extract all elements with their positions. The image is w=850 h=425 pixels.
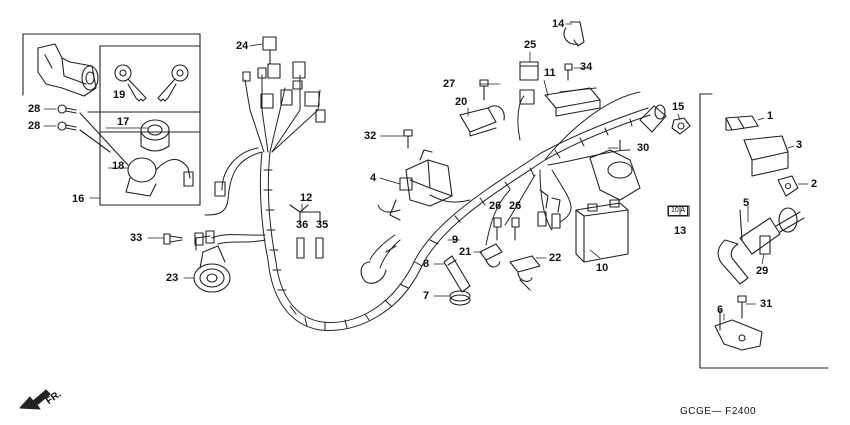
clip-26-right: [511, 217, 520, 241]
callout-11: 11: [544, 67, 556, 79]
callout-5: 5: [743, 197, 750, 209]
callout-30: 30: [637, 142, 650, 154]
regulator: [544, 87, 601, 117]
part-3: [743, 135, 789, 177]
grommet: [449, 290, 471, 306]
callout-26-right: 26: [509, 200, 522, 212]
leader-lines: [43, 23, 809, 321]
part-1: [725, 115, 759, 131]
callout-25: 25: [524, 39, 537, 51]
callout-21: 21: [459, 246, 472, 258]
key-2: [157, 64, 189, 102]
callout-2: 2: [811, 178, 818, 190]
callout-15: 15: [672, 101, 685, 113]
right-group-border: [699, 93, 829, 369]
callout-8: 8: [423, 258, 430, 270]
bolt-32: [403, 129, 413, 149]
callout-9: 9: [452, 234, 459, 246]
fuse-rating-tag: 10 A: [668, 206, 689, 216]
callout-22: 22: [549, 252, 562, 264]
callout-23: 23: [166, 272, 179, 284]
callout-17: 17: [117, 116, 130, 128]
screw-28-lower: [57, 121, 77, 131]
ignition-coil: [389, 149, 453, 221]
bolt-27: [479, 79, 489, 101]
diagram-code: GCGE— F2400: [680, 406, 757, 417]
callout-3: 3: [796, 139, 803, 151]
main-switch-body: [37, 43, 99, 97]
callout-1: 1: [767, 110, 774, 122]
callout-27: 27: [443, 78, 456, 90]
horn-connector: [214, 181, 226, 197]
ignition-switch: [140, 119, 170, 152]
callout-35: 35: [316, 219, 329, 231]
callout-4: 4: [370, 172, 377, 184]
connector-22: [509, 255, 541, 291]
callout-33: 33: [130, 232, 143, 244]
callout-31: 31: [760, 298, 773, 310]
callout-6: 6: [717, 304, 724, 316]
bolt-31: [737, 295, 747, 319]
callout-24: 24: [236, 40, 249, 52]
callout-14: 14: [552, 18, 565, 30]
screw-28-upper: [57, 104, 77, 114]
callout-26-left: 26: [489, 200, 502, 212]
fuse-holder: [459, 105, 505, 137]
ignition-switch-base: [79, 112, 194, 197]
starter-solenoid: [589, 139, 641, 201]
fuse-pair: [289, 204, 324, 259]
callout-32: 32: [364, 130, 377, 142]
battery-leads: [537, 189, 561, 229]
horn: [193, 230, 231, 293]
switch-group-border: [22, 33, 201, 206]
spark-plug-cap: [360, 245, 471, 293]
callout-16: 16: [72, 193, 85, 205]
callout-13: 13: [674, 225, 687, 237]
bolt-34: [564, 63, 573, 81]
key-1: [114, 64, 147, 102]
callout-10: 10: [596, 262, 609, 274]
callout-18: 18: [112, 160, 125, 172]
callout-19: 19: [113, 89, 126, 101]
front-direction-arrow-icon: [19, 389, 51, 410]
connector-bundle: [242, 36, 326, 123]
callout-12: 12: [300, 192, 313, 204]
battery: [575, 199, 629, 263]
clip-15: [671, 117, 691, 135]
callout-28-lower: 28: [28, 120, 41, 132]
bracket-2: [777, 175, 799, 197]
callout-7: 7: [423, 290, 430, 302]
relay-21: [479, 243, 503, 268]
sensor-pipe: [717, 207, 805, 285]
relay-25: [519, 61, 539, 105]
bracket-6: [714, 309, 763, 351]
bolt-33: [163, 233, 183, 245]
callout-34: 34: [580, 61, 593, 73]
clip-14: [563, 21, 585, 47]
callout-20: 20: [455, 96, 468, 108]
callout-36: 36: [296, 219, 309, 231]
clip-26-left: [493, 217, 502, 241]
harness-end-plug: [639, 104, 667, 133]
callout-29: 29: [756, 265, 769, 277]
callout-28-upper: 28: [28, 103, 41, 115]
